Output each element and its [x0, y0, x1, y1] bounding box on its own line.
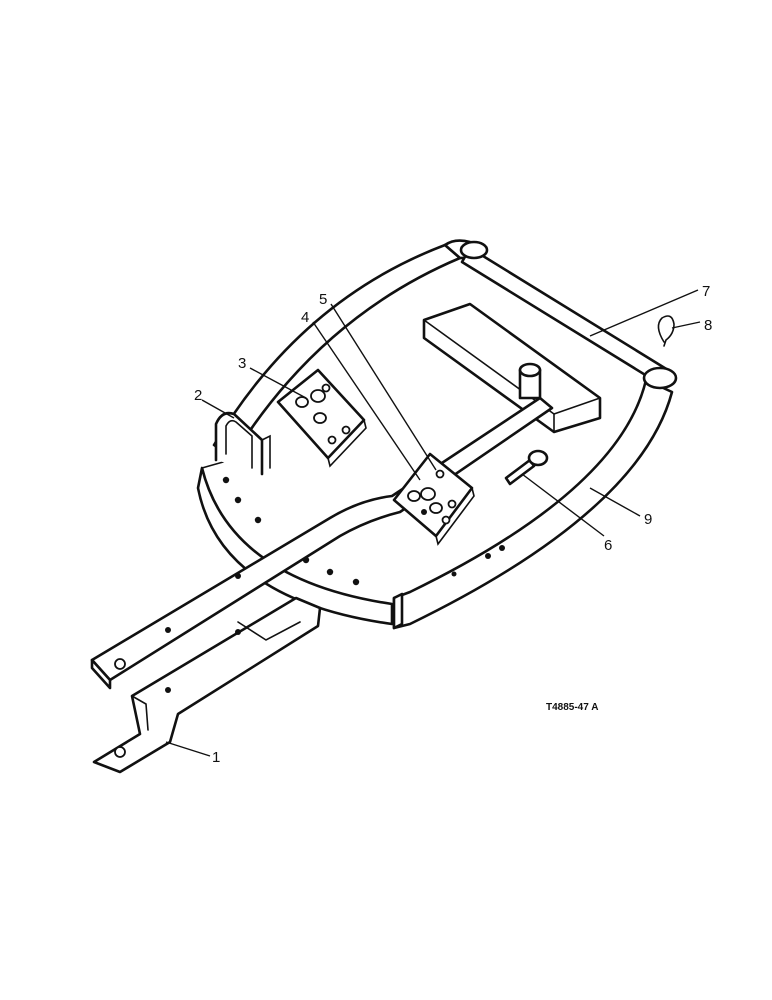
right-curved-frame [392, 366, 678, 630]
callout-2: 2 [194, 387, 202, 404]
callout-6: 6 [604, 537, 612, 554]
figure-reference: T4885-47 A [546, 702, 598, 713]
callouts: 1 2 3 4 5 6 7 8 9 [194, 283, 712, 766]
hitch-pin [504, 449, 549, 486]
callout-7: 7 [702, 283, 710, 300]
callout-5: 5 [319, 291, 327, 308]
callout-8: 8 [704, 317, 712, 334]
upper-plate [276, 368, 367, 468]
front-curved-bar [196, 457, 394, 626]
callout-9: 9 [644, 511, 652, 528]
lower-plate [392, 452, 475, 546]
offset-bracket [92, 596, 322, 774]
hairpin-clip [657, 315, 675, 347]
callout-3: 3 [238, 355, 246, 372]
callout-1: 1 [212, 749, 220, 766]
cross-bar [422, 302, 602, 434]
u-bolt [214, 411, 271, 476]
leader-lines [165, 289, 701, 757]
callout-4: 4 [301, 309, 309, 326]
hitch-post [518, 362, 542, 400]
